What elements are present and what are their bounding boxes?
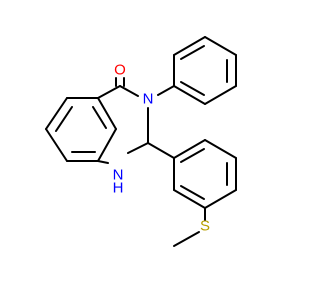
atom-n3: N — [143, 91, 154, 108]
atom-n1: N — [113, 167, 124, 184]
dihydroquinazolinone-ring — [97, 77, 149, 164]
bond — [204, 36, 237, 56]
bond — [173, 85, 206, 105]
bond — [97, 128, 117, 162]
bond — [147, 142, 175, 159]
atom-sulfur: S — [200, 218, 210, 235]
molecule-diagram: O N N H S — [45, 36, 237, 247]
bond — [45, 128, 68, 162]
bond — [180, 45, 205, 60]
bond — [97, 85, 121, 99]
bond — [173, 139, 206, 159]
bond — [97, 160, 109, 164]
bond — [204, 85, 237, 105]
bond — [157, 85, 175, 96]
bond — [204, 139, 237, 159]
bond — [45, 97, 68, 130]
bond — [204, 189, 237, 209]
bond — [180, 81, 205, 96]
benzo-ring — [45, 97, 117, 162]
bond — [127, 142, 149, 154]
bond — [180, 148, 205, 163]
atom-n1-hydrogen: H — [113, 180, 124, 197]
atom-oxygen: O — [114, 62, 126, 79]
bond — [173, 189, 206, 209]
n-phenyl-ring — [157, 36, 237, 105]
bond — [180, 185, 205, 200]
structure-canvas: O N N H S — [45, 36, 237, 247]
bond — [55, 106, 73, 132]
bond — [119, 85, 139, 97]
bond — [97, 97, 117, 130]
methylthiophenyl-ring — [147, 139, 237, 247]
bond — [173, 231, 200, 247]
bond — [173, 36, 206, 56]
bond — [92, 106, 107, 129]
